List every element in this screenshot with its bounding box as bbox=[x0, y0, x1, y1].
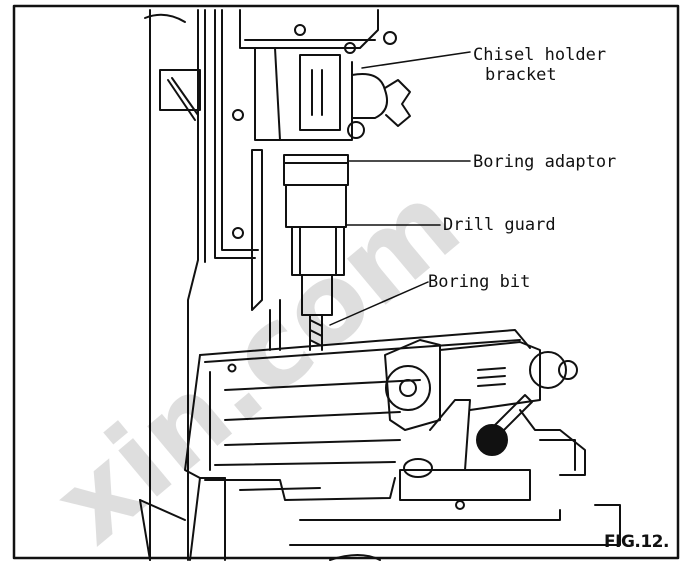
figure-label: FIG.12. bbox=[604, 532, 669, 552]
chisel-holder-bracket bbox=[239, 9, 411, 311]
boring-adaptor bbox=[283, 154, 349, 228]
drill-guard bbox=[291, 226, 345, 316]
label-chisel-holder: Chisel holder bracket bbox=[473, 45, 606, 85]
machine-column bbox=[139, 9, 259, 561]
label-boring-bit: Boring bit bbox=[428, 272, 531, 292]
label-boring-adaptor: Boring adaptor bbox=[473, 152, 617, 172]
boring-bit bbox=[269, 299, 323, 351]
chisel-holder-leader bbox=[361, 51, 471, 69]
boring-bit-leader bbox=[329, 281, 429, 326]
label-chisel-holder-line1: Chisel holder bbox=[473, 45, 607, 65]
label-chisel-holder-line2: bracket bbox=[485, 65, 557, 85]
clamp-assembly bbox=[384, 339, 586, 510]
figure-frame bbox=[12, 4, 680, 560]
machine-table bbox=[184, 329, 621, 561]
label-drill-guard: Drill guard bbox=[443, 215, 556, 235]
